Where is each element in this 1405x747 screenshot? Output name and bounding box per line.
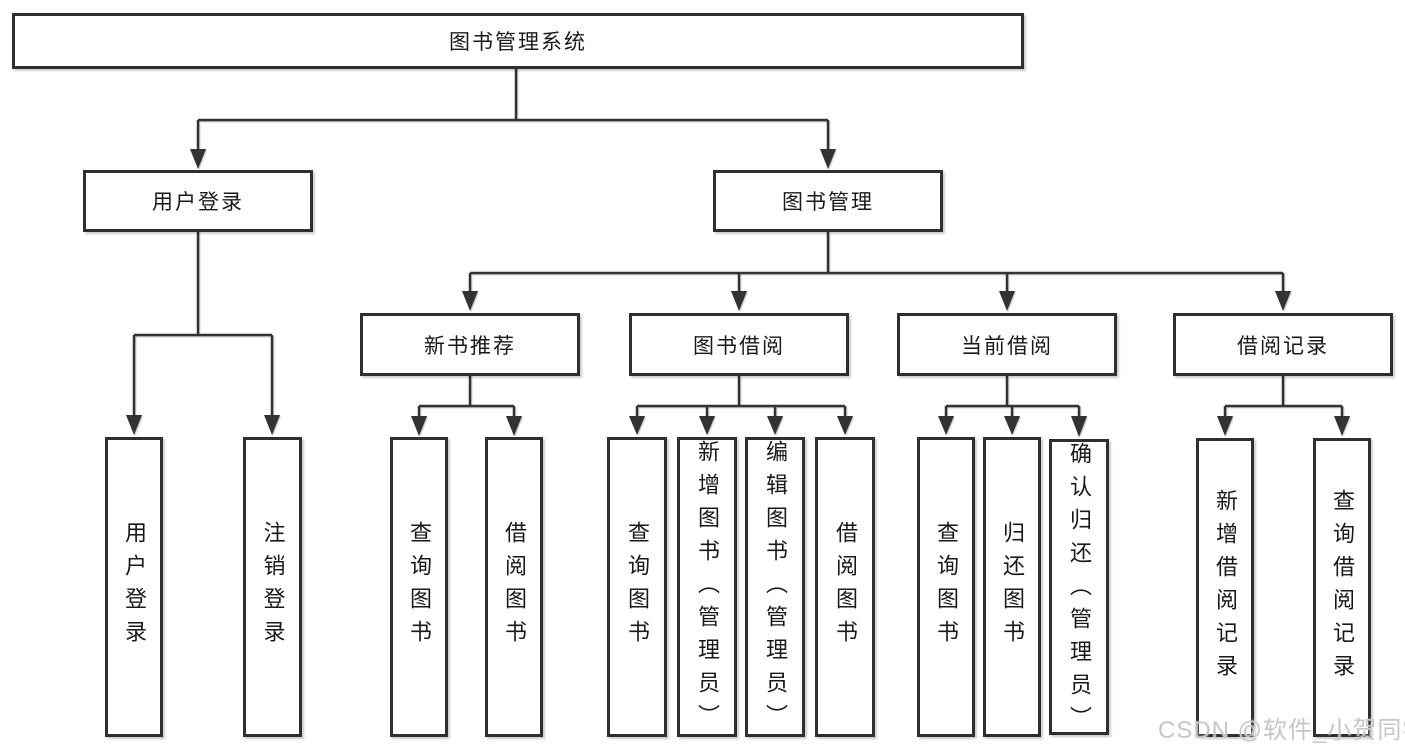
leaf-add-borrow-record: 新增借阅记录 (1196, 438, 1254, 737)
node-root-label: 图书管理系统 (449, 31, 587, 54)
leaf-logout-label: 注销登录 (260, 521, 286, 653)
leaf-recommend-query-books: 查询图书 (390, 437, 448, 737)
node-current-borrow: 当前借阅 (897, 313, 1117, 376)
leaf-query-borrow-record-label: 查询借阅记录 (1330, 488, 1355, 687)
node-user-login: 用户登录 (83, 170, 313, 232)
leaf-current-query-books: 查询图书 (917, 437, 975, 737)
leaf-recommend-borrow-books: 借阅图书 (485, 437, 543, 737)
leaf-current-query-books-label: 查询图书 (934, 521, 959, 653)
leaf-confirm-return-admin-label: 确认归还（管理员） (1067, 442, 1092, 739)
leaf-return-books-label: 归还图书 (1000, 521, 1025, 653)
node-book-borrow-label: 图书借阅 (693, 334, 785, 358)
leaf-edit-books-admin: 编辑图书（管理员） (745, 437, 805, 737)
node-new-book-recommend-label: 新书推荐 (424, 334, 516, 358)
node-book-management: 图书管理 (713, 170, 943, 232)
leaf-recommend-borrow-books-label: 借阅图书 (502, 521, 527, 653)
leaf-add-books-admin-label: 新增图书（管理员） (695, 440, 720, 737)
node-new-book-recommend: 新书推荐 (360, 313, 580, 376)
node-book-management-label: 图书管理 (782, 191, 874, 214)
leaf-add-borrow-record-label: 新增借阅记录 (1213, 488, 1238, 687)
leaf-borrow-query-books: 查询图书 (607, 437, 667, 737)
leaf-recommend-query-books-label: 查询图书 (407, 521, 432, 653)
arrowheads (126, 149, 1350, 437)
leaf-confirm-return-admin: 确认归还（管理员） (1049, 439, 1109, 739)
leaf-query-borrow-record: 查询借阅记录 (1313, 438, 1371, 737)
leaf-add-books-admin: 新增图书（管理员） (677, 437, 737, 737)
leaf-logout: 注销登录 (243, 437, 302, 737)
leaf-borrow-books-label: 借阅图书 (833, 521, 858, 653)
leaf-edit-books-admin-label: 编辑图书（管理员） (763, 440, 788, 737)
leaf-borrow-books: 借阅图书 (815, 437, 875, 737)
node-current-borrow-label: 当前借阅 (961, 334, 1053, 358)
csdn-watermark: CSDN @软件_小贺同学 (1158, 717, 1405, 744)
node-borrow-records: 借阅记录 (1173, 313, 1393, 376)
leaf-borrow-query-books-label: 查询图书 (625, 521, 650, 653)
leaf-user-login-label: 用户登录 (122, 521, 147, 653)
leaf-user-login: 用户登录 (105, 437, 163, 737)
node-borrow-records-label: 借阅记录 (1237, 334, 1329, 358)
node-root-system: 图书管理系统 (12, 13, 1024, 69)
node-book-borrow: 图书借阅 (629, 313, 849, 376)
node-user-login-label: 用户登录 (152, 191, 244, 214)
leaf-return-books: 归还图书 (983, 437, 1041, 737)
